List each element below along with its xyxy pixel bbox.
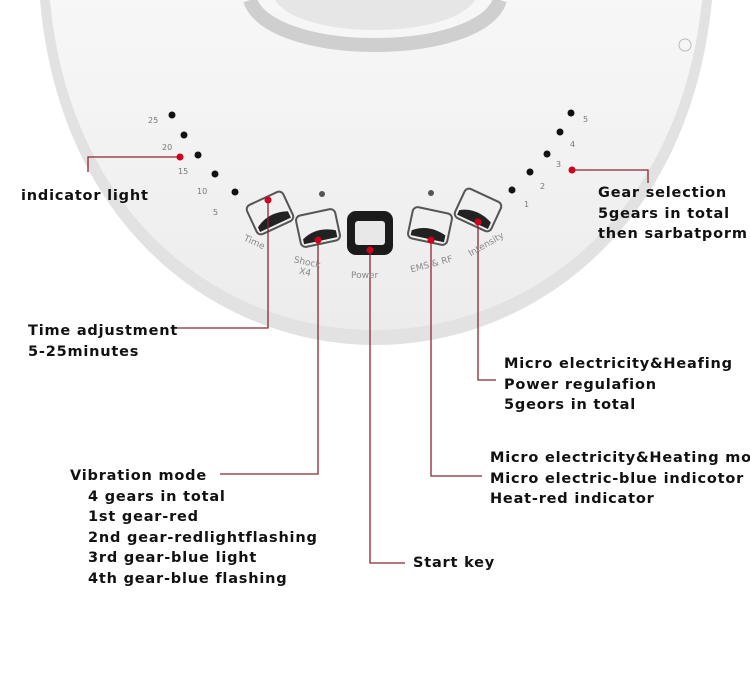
callout-time-adjustment: Time adjustment 5-25minutes (28, 321, 178, 362)
device-body (50, 0, 702, 330)
shock-button[interactable] (295, 208, 341, 248)
callout-line: Gear selection (598, 185, 727, 201)
callout-line: 2nd gear-redlightflashing (88, 529, 318, 546)
callout-line: Heat-red indicator (490, 491, 655, 507)
callout-line: Power regulafion (504, 376, 657, 393)
indicator-dot (567, 109, 575, 117)
leader-line-indicator-light (87, 156, 180, 172)
gear-scale-4: 4 (570, 140, 576, 149)
gear-scale-5: 5 (583, 115, 589, 124)
callout-line: 5-25minutes (28, 343, 140, 360)
callout-line: indicator light (21, 188, 149, 204)
callout-marker-dot (176, 153, 184, 161)
callout-line: 4 gears in total (88, 488, 226, 505)
callout-marker-dot (427, 236, 435, 244)
callout-line: 5gears in total (598, 205, 730, 222)
indicator-dot (168, 111, 176, 119)
indicator-dot (556, 128, 564, 136)
gear-scale-2: 2 (540, 182, 546, 191)
callout-line: 1st gear-red (88, 509, 199, 525)
gear-scale-3: 3 (556, 160, 562, 169)
callout-marker-dot (474, 218, 482, 226)
leader-line-ems-rf (430, 240, 482, 477)
indicator-dot (508, 186, 516, 194)
leader-line-gear-selection (572, 169, 649, 183)
device-ring (243, 0, 507, 52)
indicator-dot (194, 151, 202, 159)
indicator-dot (211, 170, 219, 178)
callout-marker-dot (314, 236, 322, 244)
indicator-dot (526, 168, 534, 176)
callout-line: then sarbatporm (598, 226, 748, 242)
time-scale-15: 15 (178, 167, 189, 176)
callout-gear-selection: Gear selection 5gears in total then sarb… (598, 183, 748, 245)
callout-line: 3rd gear-blue light (88, 550, 258, 566)
power-button-label: Power (351, 271, 379, 281)
power-button[interactable] (347, 211, 393, 255)
callout-marker-dot (366, 246, 374, 254)
indicator-dot (543, 150, 551, 158)
indicator-dot (231, 188, 239, 196)
time-button[interactable] (245, 190, 295, 236)
callout-line: Start key (413, 555, 496, 571)
sensor-dot (428, 190, 434, 196)
callout-line: Micro electricity&Heafing (504, 356, 733, 372)
callout-indicator-light: indicator light (21, 186, 149, 207)
callout-line: Micro electricity&Heating mode (490, 450, 750, 466)
time-scale-20: 20 (162, 143, 173, 152)
sensor-dot (319, 191, 325, 197)
callout-start-key: Start key (413, 553, 495, 574)
time-scale-5: 5 (213, 208, 219, 217)
time-scale-10: 10 (197, 187, 208, 196)
leader-line-intensity (477, 222, 496, 381)
callout-line: Time adjustment (28, 323, 179, 339)
callout-vibration-mode: Vibration mode 4 gears in total 1st gear… (70, 466, 318, 589)
callout-ems-rf: Micro electricity&Heating mode Micro ele… (490, 448, 750, 510)
time-scale-25: 25 (148, 116, 159, 125)
callout-marker-dot (568, 166, 576, 174)
leader-line-vibration-mode (220, 240, 319, 475)
leader-line-time-adjustment (172, 200, 269, 329)
ems-rf-button[interactable] (407, 206, 453, 246)
gear-scale-1: 1 (524, 200, 530, 209)
callout-line: Vibration mode (70, 468, 207, 484)
indicator-dot (180, 131, 188, 139)
callout-line: 5geors in total (504, 397, 637, 413)
callout-line: 4th gear-blue flashing (88, 570, 288, 587)
callout-line: Micro electric-blue indicotor (490, 470, 745, 487)
callout-marker-dot (264, 196, 272, 204)
leader-line-start-key (369, 250, 405, 564)
intensity-button[interactable] (453, 187, 503, 233)
callout-intensity: Micro electricity&Heafing Power regulafi… (504, 354, 733, 416)
